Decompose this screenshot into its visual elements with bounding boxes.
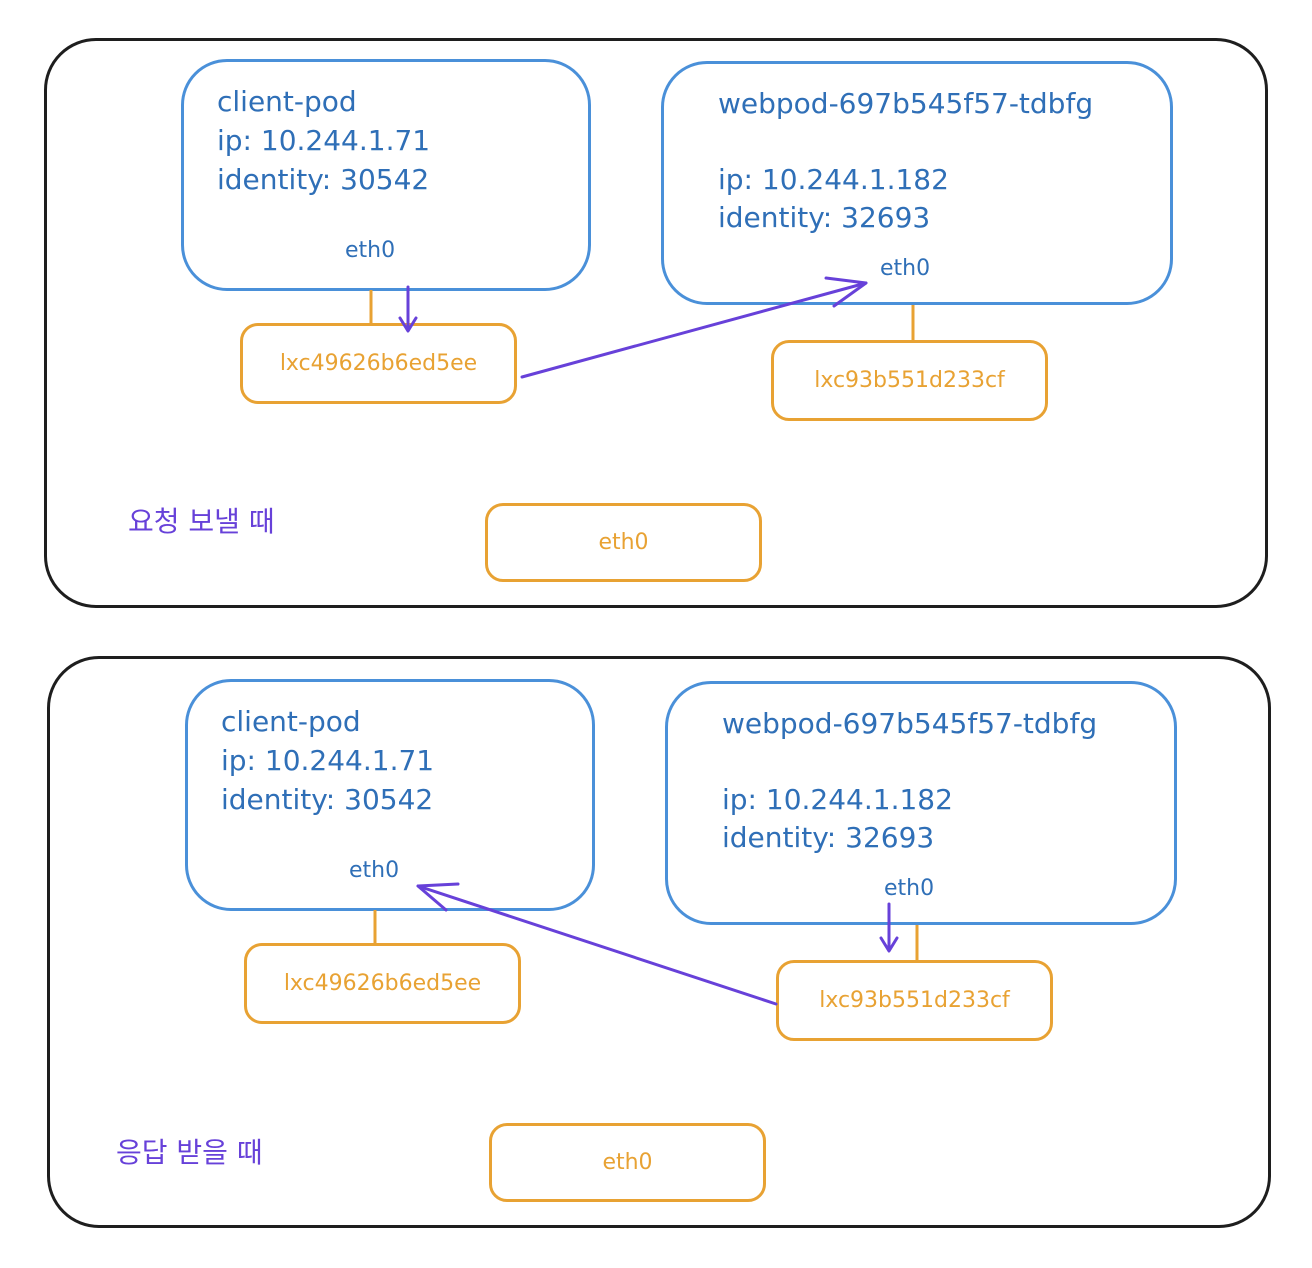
web-pod-eth0: eth0 — [880, 256, 931, 281]
client-pod-eth0: eth0 — [345, 238, 396, 263]
web-pod-eth0: eth0 — [884, 876, 935, 901]
web-lxc-interface: lxc93b551d233cf — [771, 340, 1048, 421]
client-pod-ip: ip: 10.244.1.71 — [221, 744, 435, 777]
request-scene-label: 요청 보낼 때 — [128, 505, 275, 538]
client-pod-name: client-pod — [217, 85, 357, 118]
web-pod-ip: ip: 10.244.1.182 — [718, 163, 949, 196]
client-pod-box — [185, 679, 595, 911]
client-pod-eth0: eth0 — [349, 858, 400, 883]
host-eth0-interface: eth0 — [485, 503, 762, 582]
client-pod-name: client-pod — [221, 705, 361, 738]
web-lxc-interface: lxc93b551d233cf — [776, 960, 1053, 1041]
web-pod-box — [661, 61, 1173, 305]
request-scene-frame — [44, 38, 1268, 608]
web-pod-name: webpod-697b545f57-tdbfg — [718, 87, 1094, 120]
response-scene-label: 응답 받을 때 — [116, 1136, 263, 1169]
web-pod-box — [665, 681, 1177, 925]
host-eth0-interface: eth0 — [489, 1123, 766, 1202]
web-pod-identity: identity: 32693 — [718, 201, 931, 234]
client-pod-ip: ip: 10.244.1.71 — [217, 124, 431, 157]
response-scene-frame — [47, 656, 1271, 1228]
client-pod-identity: identity: 30542 — [221, 783, 434, 816]
client-lxc-interface: lxc49626b6ed5ee — [244, 943, 521, 1024]
client-lxc-interface: lxc49626b6ed5ee — [240, 323, 517, 404]
web-pod-ip: ip: 10.244.1.182 — [722, 783, 953, 816]
web-pod-identity: identity: 32693 — [722, 821, 935, 854]
client-pod-box — [181, 59, 591, 291]
web-pod-name: webpod-697b545f57-tdbfg — [722, 707, 1098, 740]
client-pod-identity: identity: 30542 — [217, 163, 430, 196]
